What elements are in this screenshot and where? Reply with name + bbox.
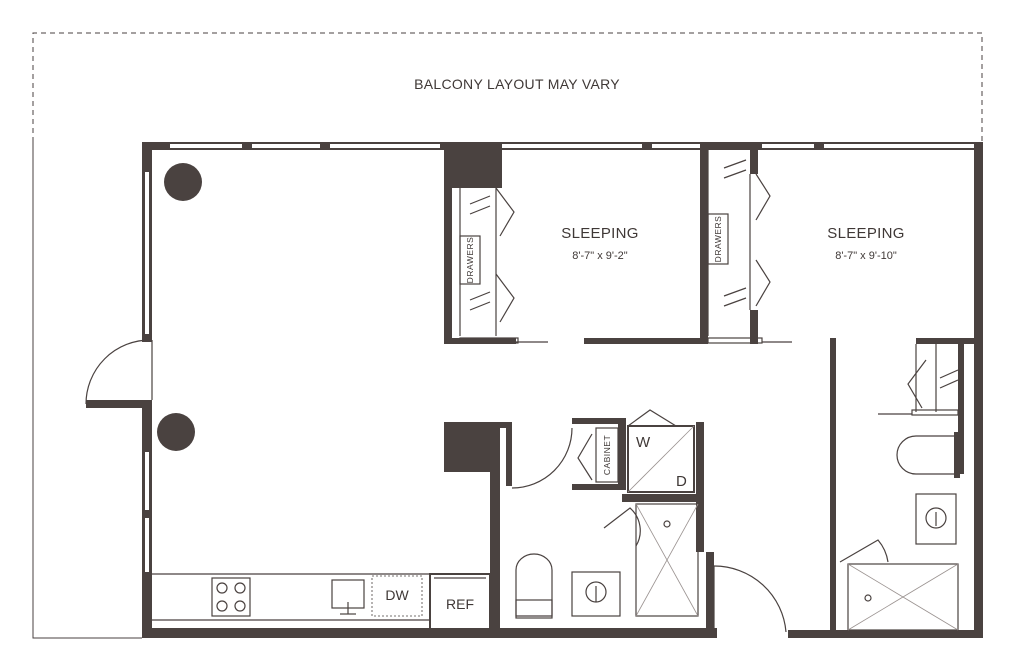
dishwasher: [371, 575, 423, 617]
room-dimensions: 8'-7" x 9'-10": [835, 250, 897, 262]
balcony-area: BALCONY LAYOUT MAY VARY: [32, 32, 983, 639]
drawers-label-1: DRAWERS: [465, 237, 475, 284]
bedroom-2-label: SLEEPING 8'-7" x 9'-10": [827, 225, 904, 262]
walls: [86, 142, 983, 638]
entry-wall: [86, 400, 152, 408]
room-dimensions: 8'-7" x 9'-2": [572, 250, 628, 262]
bathroom-2: [839, 432, 960, 631]
cabinet-label: CABINET: [602, 435, 612, 475]
refrigerator: [429, 573, 491, 631]
exterior-right-wall: [974, 142, 983, 638]
dryer-label: D: [676, 473, 687, 490]
bedroom-1-label: SLEEPING 8'-7" x 9'-2": [561, 225, 638, 262]
round-column-bottom: [157, 413, 195, 451]
refrigerator-label: REF: [446, 596, 474, 612]
balcony-note: BALCONY LAYOUT MAY VARY: [414, 76, 620, 92]
room-name: SLEEPING: [827, 225, 904, 242]
exterior-bottom-wall: [142, 628, 717, 638]
linen-closet: [878, 344, 959, 416]
bathroom-1: [515, 503, 699, 619]
bedroom-2-entry-door: [713, 565, 787, 633]
entry-door: [85, 339, 153, 405]
closet-bedroom-2: DRAWERS: [707, 150, 792, 344]
room-name: SLEEPING: [561, 225, 638, 242]
kitchen-counter: DW REF: [152, 573, 491, 631]
drawers-label-2: DRAWERS: [713, 216, 723, 263]
structural-column: [444, 142, 502, 188]
washer-label: W: [636, 434, 651, 451]
dishwasher-label: DW: [385, 587, 409, 603]
cooktop: [211, 577, 251, 617]
round-column-top: [164, 163, 202, 201]
laundry-area: CABINET W D: [511, 409, 695, 493]
closet-bedroom-1: DRAWERS: [459, 187, 548, 344]
